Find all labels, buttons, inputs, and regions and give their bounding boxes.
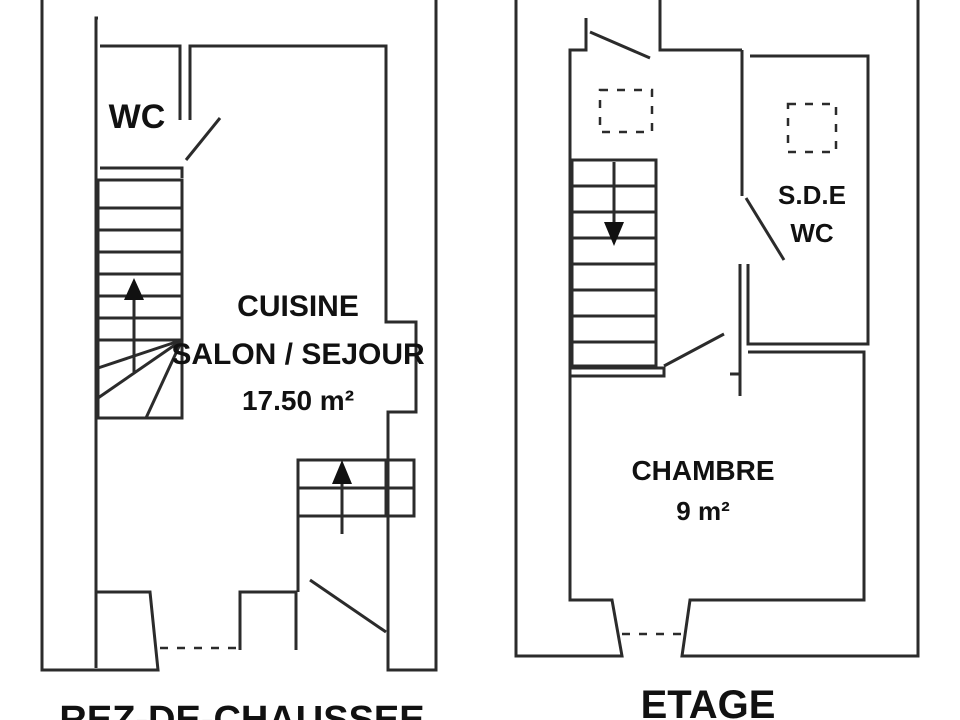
skylight-bathroom xyxy=(786,102,838,154)
upper-outer-wall-right xyxy=(658,0,742,52)
landing-wall xyxy=(570,366,666,378)
stair-up-arrow xyxy=(124,278,144,300)
main-room-label-line2: SALON / SEJOUR xyxy=(171,338,425,371)
ground-front-pillar xyxy=(238,590,298,650)
bathroom-door xyxy=(744,197,786,261)
upper-outer-wall-left xyxy=(514,0,624,658)
bathroom-label-line2: WC xyxy=(790,218,834,248)
ground-outer-wall-right xyxy=(188,0,438,672)
bedroom-door xyxy=(663,332,725,368)
skylight-hall xyxy=(598,88,654,134)
upper-stair xyxy=(570,158,658,368)
stair-down-arrow xyxy=(604,222,624,246)
ground-entrance-door xyxy=(309,578,387,634)
wc-bottom-wall xyxy=(100,166,184,178)
bedroom-label: CHAMBRE xyxy=(631,455,774,486)
bathroom-label-line1: S.D.E xyxy=(778,180,846,210)
wc-label: WC xyxy=(109,98,166,136)
upper-floor-plan xyxy=(514,0,920,658)
ground-stair-left xyxy=(96,178,184,420)
wc-door xyxy=(184,117,222,161)
entry-stair-up-arrow xyxy=(332,460,352,484)
main-room-label-line1: CUISINE xyxy=(237,290,359,323)
upper-outer-wall-far xyxy=(680,0,920,658)
bathroom-walls-2 xyxy=(746,54,870,346)
main-room-area: 17.50 m² xyxy=(242,385,354,416)
ground-floor-title: REZ-DE-CHAUSSEE xyxy=(59,699,424,720)
ground-stair-right xyxy=(296,458,416,592)
upper-floor-title: ETAGE xyxy=(641,683,776,720)
wc-walls xyxy=(100,44,182,120)
upper-entry-door xyxy=(589,30,651,60)
bedroom-area: 9 m² xyxy=(676,496,730,526)
ground-floor-plan xyxy=(40,0,438,672)
